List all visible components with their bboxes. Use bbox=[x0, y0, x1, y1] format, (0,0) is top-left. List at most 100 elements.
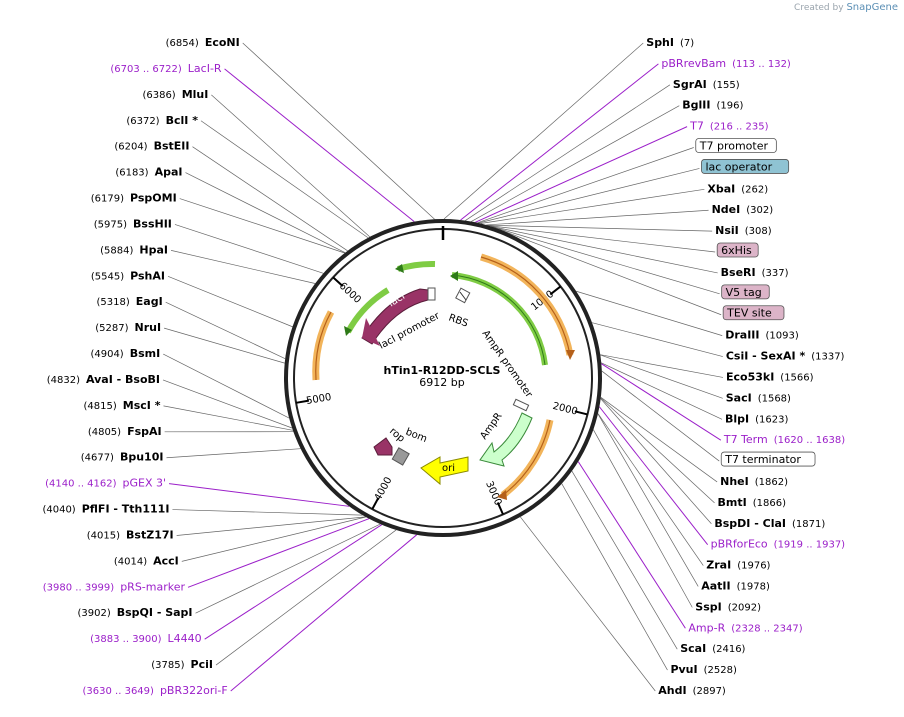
ori-feature[interactable] bbox=[420, 456, 469, 486]
enzyme-label-aatii[interactable]: AatII(1978) bbox=[701, 579, 770, 592]
site-name: FspAI bbox=[127, 425, 162, 438]
enzyme-label-draiii[interactable]: DraIII(1093) bbox=[725, 329, 799, 342]
enzyme-label-saci[interactable]: SacI(1568) bbox=[726, 391, 791, 404]
primer-label-pgex-3[interactable]: (4140 .. 4162)pGEX 3' bbox=[45, 477, 166, 490]
leader-bglii bbox=[471, 105, 680, 222]
site-position: (4677) bbox=[81, 453, 114, 464]
enzyme-label-pvui[interactable]: PvuI(2528) bbox=[670, 663, 737, 676]
enzyme-label-bmti[interactable]: BmtI(1866) bbox=[718, 496, 787, 509]
enzyme-label-bsteii[interactable]: (6204)BstEII bbox=[114, 140, 189, 153]
feature-box-v5-tag[interactable] bbox=[721, 284, 770, 300]
leader-nsii bbox=[486, 224, 713, 232]
enzyme-label-bspdi-clai[interactable]: BspDI - ClaI(1871) bbox=[714, 517, 825, 530]
leader-tev-site bbox=[496, 228, 722, 316]
enzyme-label-fspai[interactable]: (4805)FspAI bbox=[88, 425, 162, 438]
leader-nrui bbox=[164, 327, 285, 364]
leader-pbrrevbam bbox=[460, 63, 659, 221]
bom-label: bom bbox=[404, 427, 429, 446]
site-position: (5884) bbox=[100, 245, 133, 256]
tick-1000 bbox=[549, 285, 562, 296]
enzyme-label-acci[interactable]: (4014)AccI bbox=[114, 554, 179, 567]
leader-pbrforeco bbox=[598, 406, 709, 545]
enzyme-label-hpai[interactable]: (5884)HpaI bbox=[100, 243, 168, 256]
primer-label-l4440[interactable]: (3883 .. 3900)L4440 bbox=[90, 632, 202, 645]
primer-label-t7-term[interactable]: T7 Term(1620 .. 1638) bbox=[723, 433, 845, 446]
enzyme-label-avai-bsobi[interactable]: (4832)AvaI - BsoBI bbox=[47, 373, 160, 386]
enzyme-label-ndei[interactable]: NdeI(302) bbox=[712, 203, 774, 216]
enzyme-label-xbai[interactable]: XbaI(262) bbox=[707, 182, 768, 195]
enzyme-label-sspi[interactable]: SspI(2092) bbox=[695, 600, 761, 613]
ampr-feature[interactable] bbox=[479, 412, 533, 467]
feature-box-lac-operator[interactable] bbox=[701, 159, 790, 174]
enzyme-label-sphi[interactable]: SphI(7) bbox=[646, 36, 694, 49]
enzyme-label-bcli[interactable]: (6372)BclI * bbox=[126, 114, 198, 127]
site-name: PciI bbox=[191, 658, 213, 671]
leader-msci bbox=[163, 405, 293, 431]
enzyme-label-zrai[interactable]: ZraI(1976) bbox=[706, 559, 770, 572]
feature-box-t7-terminator[interactable] bbox=[720, 451, 816, 467]
primer-label-pbrforeco[interactable]: pBRforEco(1919 .. 1937) bbox=[711, 538, 846, 551]
enzyme-label-bpu10i[interactable]: (4677)Bpu10I bbox=[81, 451, 164, 464]
leader-zrai bbox=[597, 413, 704, 566]
primer-label-pbrrevbam[interactable]: pBRrevBam(113 .. 132) bbox=[661, 57, 791, 70]
enzyme-label-pspomi[interactable]: (6179)PspOMI bbox=[91, 192, 177, 205]
feature-box-t7-promoter[interactable] bbox=[695, 138, 777, 153]
leader-bsmi bbox=[163, 353, 290, 419]
leader-apai bbox=[185, 172, 346, 253]
site-position: (4015) bbox=[87, 530, 120, 541]
site-name: MluI bbox=[182, 88, 209, 101]
plasmid-name: hTin1-R12DD-SCLS bbox=[384, 364, 501, 377]
enzyme-label-nsii[interactable]: NsiI(308) bbox=[715, 224, 772, 237]
site-name: PflFI - Tth111I bbox=[82, 503, 170, 516]
enzyme-label-bstz17i[interactable]: (4015)BstZ17I bbox=[87, 528, 174, 541]
laci-feature[interactable] bbox=[361, 288, 429, 345]
primer-label-laci-r[interactable]: (6703 .. 6722)LacI-R bbox=[110, 62, 222, 75]
enzyme-label-nrui[interactable]: (5287)NruI bbox=[95, 321, 161, 334]
enzyme-label-csii-sexai[interactable]: CsiI - SexAI *(1337) bbox=[726, 350, 845, 363]
primer-label-pbr322ori-f[interactable]: (3630 .. 3649)pBR322ori-F bbox=[83, 684, 228, 697]
site-name: AvaI - BsoBI bbox=[86, 373, 160, 386]
enzyme-label-scai[interactable]: ScaI(2416) bbox=[680, 642, 745, 655]
enzyme-label-mlui[interactable]: (6386)MluI bbox=[142, 88, 208, 101]
leader-xbai bbox=[480, 188, 705, 224]
leader-aatii bbox=[597, 413, 699, 587]
primer-label-amp-r[interactable]: Amp-R(2328 .. 2347) bbox=[688, 621, 802, 634]
enzyme-label-bsmi[interactable]: (4904)BsmI bbox=[90, 347, 160, 360]
enzyme-label-pcii[interactable]: (3785)PciI bbox=[151, 658, 213, 671]
enzyme-label-econi[interactable]: (6854)EcoNI bbox=[166, 36, 240, 49]
tick-label-3000: 3000 bbox=[483, 480, 503, 508]
enzyme-label-msci[interactable]: (4815)MscI * bbox=[84, 399, 161, 412]
site-name: PvuI bbox=[670, 663, 697, 676]
feature-label-t7-promoter: T7 promoter bbox=[699, 140, 769, 153]
site-position: (6372) bbox=[126, 116, 159, 127]
tick-2000 bbox=[574, 410, 588, 416]
site-name: NdeI bbox=[712, 203, 741, 216]
enzyme-label-pflfi-tth111i[interactable]: (4040)PflFI - Tth111I bbox=[42, 503, 169, 516]
enzyme-label-bglii[interactable]: BglII(196) bbox=[682, 99, 743, 112]
enzyme-label-eagi[interactable]: (5318)EagI bbox=[97, 295, 163, 308]
enzyme-label-nhei[interactable]: NheI(1862) bbox=[720, 475, 788, 488]
enzyme-label-bseri[interactable]: BseRI(337) bbox=[721, 266, 789, 279]
feature-box-tev-site[interactable] bbox=[722, 305, 785, 321]
orf-arc-lower-right-head bbox=[497, 490, 507, 500]
site-position: (196) bbox=[716, 101, 743, 112]
leader-ahdi bbox=[520, 516, 656, 692]
enzyme-label-apai[interactable]: (6183)ApaI bbox=[115, 166, 182, 179]
enzyme-label-pshai[interactable]: (5545)PshAI bbox=[91, 269, 165, 282]
rop-feature[interactable] bbox=[373, 437, 393, 456]
site-position: (3902) bbox=[77, 608, 110, 619]
primer-label-t7[interactable]: T7(216 .. 235) bbox=[689, 120, 769, 133]
enzyme-label-sgrai[interactable]: SgrAI(155) bbox=[673, 78, 740, 91]
bom-feature[interactable] bbox=[391, 447, 410, 466]
feature-box-6xhis[interactable] bbox=[716, 242, 759, 258]
enzyme-label-bspqi-sapi[interactable]: (3902)BspQI - SapI bbox=[77, 606, 192, 619]
site-name: pBRforEco bbox=[711, 538, 768, 551]
leader-eagi bbox=[165, 301, 286, 359]
enzyme-label-blpi[interactable]: BlpI(1623) bbox=[725, 412, 788, 425]
site-name: pBRrevBam bbox=[661, 57, 726, 70]
enzyme-label-bsshii[interactable]: (5975)BssHII bbox=[94, 217, 172, 230]
primer-label-prs-marker[interactable]: (3980 .. 3999)pRS-marker bbox=[43, 580, 186, 593]
enzyme-label-eco53ki[interactable]: Eco53kI(1566) bbox=[726, 370, 814, 383]
enzyme-label-ahdi[interactable]: AhdI(2897) bbox=[658, 684, 726, 697]
leader-saci bbox=[600, 354, 723, 399]
